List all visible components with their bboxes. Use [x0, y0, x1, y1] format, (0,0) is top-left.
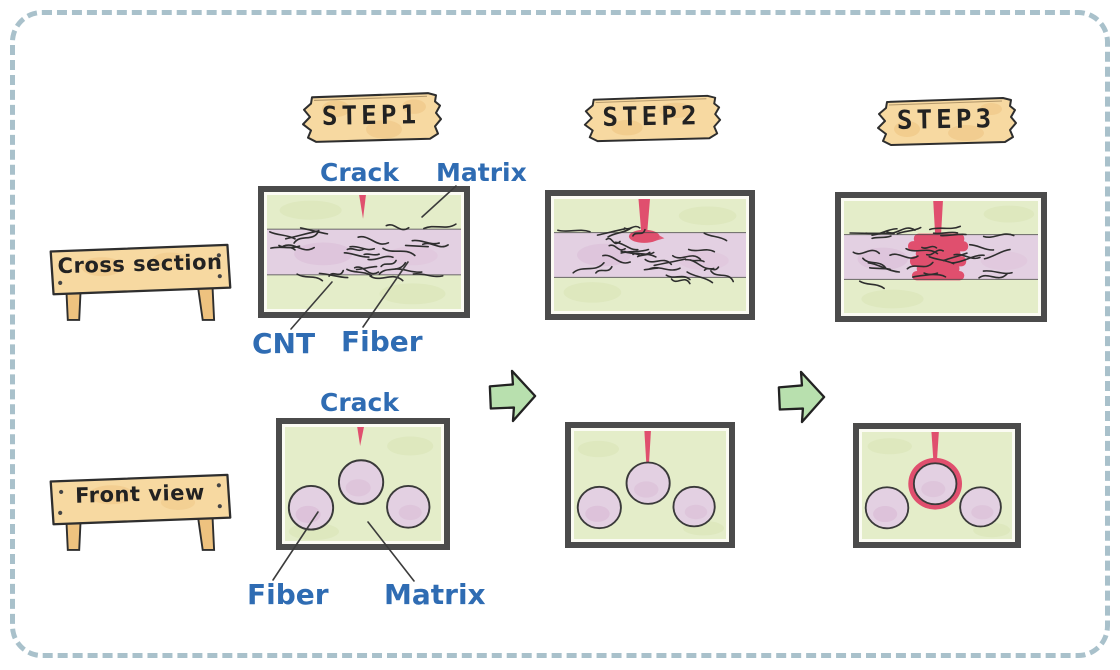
- crack-label-top: Crack: [320, 158, 399, 187]
- cross-section-sign: Cross section: [45, 238, 235, 322]
- cnt-label: CNT: [252, 327, 316, 360]
- cnt-squiggles: [557, 225, 735, 285]
- wood-plank-icon: [302, 92, 442, 143]
- cross-section-step1-panel: [258, 186, 470, 318]
- wood-plank-icon: [877, 97, 1017, 146]
- step1-banner: STEP1: [296, 88, 446, 146]
- fiber-label-bottom: Fiber: [247, 578, 329, 611]
- step3-label: STEP3: [896, 103, 996, 136]
- cross-section-label: Cross section: [57, 249, 223, 279]
- cross-section-step2-graphic: [554, 199, 746, 311]
- cnt-squiggles: [849, 225, 1015, 290]
- wood-sign-icon: [49, 243, 232, 321]
- front-view-step2-panel: [565, 422, 735, 548]
- cross-section-step1-graphic: [267, 195, 461, 309]
- cross-section-step3-panel: [835, 192, 1047, 322]
- arrow-right-icon: [486, 364, 538, 428]
- matrix-label-top: Matrix: [436, 158, 527, 187]
- front-view-step3-panel: [853, 423, 1021, 548]
- front-view-sign: Front view: [45, 468, 235, 552]
- cross-section-step2-panel: [545, 190, 755, 320]
- front-view-label: Front view: [74, 480, 206, 508]
- front-view-step3-graphic: [862, 432, 1012, 539]
- step1-label: STEP1: [321, 99, 421, 132]
- cross-section-step3-graphic: [844, 201, 1038, 313]
- arrow-right-icon: [775, 365, 827, 429]
- step3-banner: STEP3: [871, 93, 1021, 149]
- fiber-label-top: Fiber: [341, 325, 423, 358]
- front-view-step2-graphic: [574, 431, 726, 539]
- crack-label-bottom: Crack: [320, 388, 399, 417]
- matrix-label-bottom: Matrix: [384, 578, 486, 611]
- wood-plank-icon: [583, 94, 722, 143]
- step2-banner: STEP2: [578, 91, 725, 145]
- front-view-step1-panel: [276, 418, 450, 550]
- wood-sign-icon: [49, 473, 232, 551]
- front-view-step1-graphic: [285, 427, 441, 541]
- step2-label: STEP2: [602, 100, 701, 133]
